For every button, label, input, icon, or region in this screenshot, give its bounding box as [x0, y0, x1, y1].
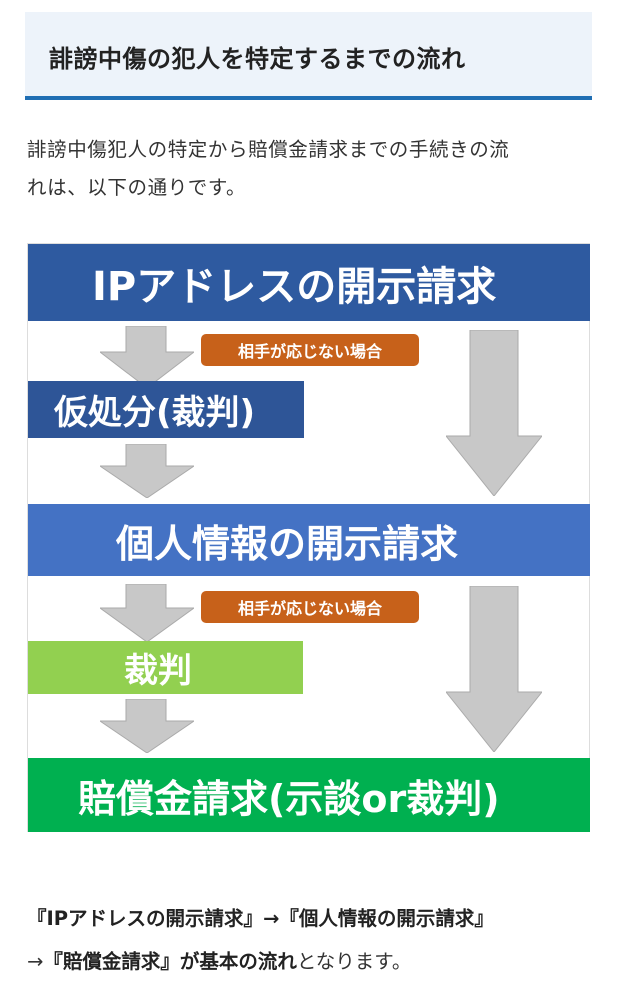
- badge-no-response: 相手が応じない場合: [201, 591, 419, 623]
- step-lawsuit: 裁判: [28, 641, 303, 694]
- summary-bold: 『賠償金請求』が基本の流れ: [43, 950, 297, 973]
- summary-line-1: 『IPアドレスの開示請求』→『個人情報の開示請求』: [27, 907, 494, 930]
- step-ip-disclosure: IPアドレスの開示請求: [28, 244, 590, 321]
- step-personal-info-disclosure: 個人情報の開示請求: [28, 504, 590, 576]
- flow-diagram: IPアドレスの開示請求 相手が応じない場合 仮処分(裁判) 個人情報の開示請求 …: [27, 243, 590, 832]
- summary-arrow: →: [27, 950, 44, 973]
- summary-rest: となります。: [296, 950, 412, 973]
- arrow-down-icon: [100, 699, 194, 753]
- section-heading: 誹謗中傷の犯人を特定するまでの流れ: [49, 45, 466, 73]
- step-provisional-disposition: 仮処分(裁判): [28, 381, 304, 438]
- section-heading-box: 誹謗中傷の犯人を特定するまでの流れ: [25, 12, 592, 100]
- intro-line-2: れは、以下の通りです。: [27, 176, 247, 199]
- arrow-down-icon: [100, 326, 194, 388]
- summary-line-2: →『賠償金請求』が基本の流れとなります。: [27, 945, 411, 974]
- arrow-down-long-icon: [446, 330, 542, 496]
- intro-line-1: 誹謗中傷犯人の特定から賠償金請求までの手続きの流: [27, 138, 510, 161]
- arrow-down-icon: [100, 584, 194, 642]
- step-damages-claim: 賠償金請求(示談or裁判): [28, 758, 590, 832]
- arrow-down-icon: [100, 444, 194, 498]
- arrow-down-long-icon: [446, 586, 542, 752]
- badge-no-response: 相手が応じない場合: [201, 334, 419, 366]
